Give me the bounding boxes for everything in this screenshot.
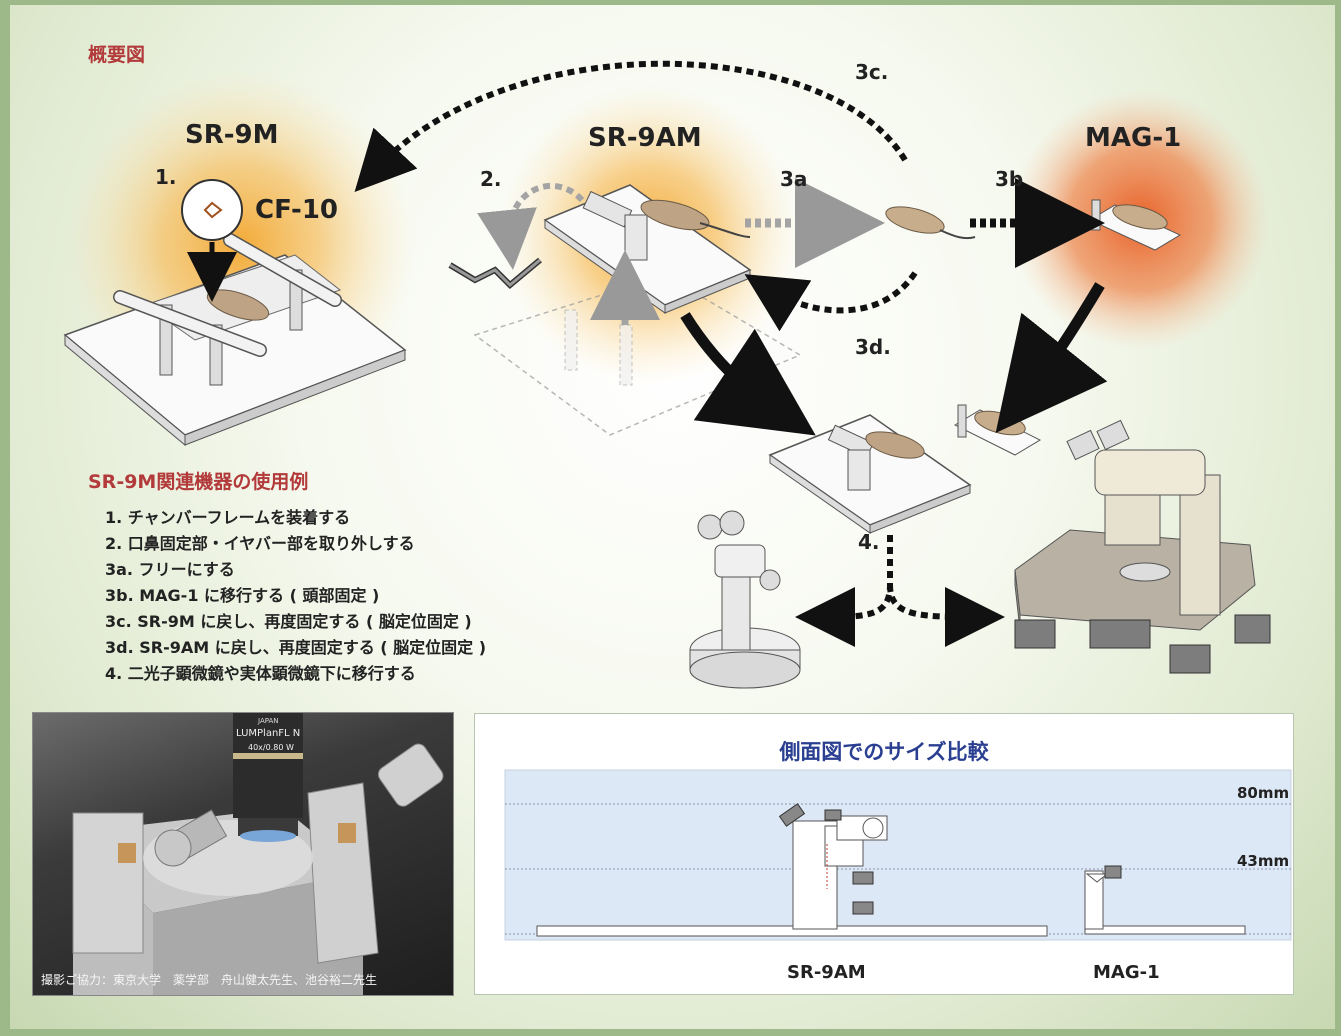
- label-mag1: MAG-1: [1085, 123, 1182, 153]
- usage-heading: SR-9M関連機器の使用例: [88, 471, 309, 493]
- mag1-lower-drawing: [953, 404, 1042, 456]
- usage-item: 2. 口鼻固定部・イヤバー部を取り外しする: [105, 534, 415, 553]
- label-sr9am-side: SR-9AM: [787, 962, 866, 983]
- size-comparison-panel: 側面図でのサイズ比較 80mm 43mm SR-9AM MAG-1: [474, 713, 1294, 995]
- arrow-mag1-down: [995, 282, 1108, 433]
- step-4-label: 4.: [858, 530, 880, 554]
- photo-objective-spec: 40x/0.80 W: [248, 743, 294, 752]
- earbar-part: [448, 257, 542, 290]
- step-1-label: 1.: [155, 165, 177, 189]
- overview-diagram: 概要図 SR-9M SR-9AM MAG-1 CF-10 1. 2. 3a 3b…: [10, 5, 1335, 1029]
- diagram-graphics: [63, 60, 1271, 689]
- usage-list: 1. チャンバーフレームを装着する 2. 口鼻固定部・イヤバー部を取り外しする …: [105, 505, 486, 687]
- mag1-base-side: [1084, 925, 1246, 935]
- step-3a-label: 3a: [780, 167, 808, 191]
- height-80mm-label: 80mm: [1237, 784, 1290, 802]
- comparison-title: 側面図でのサイズ比較: [779, 740, 989, 764]
- comparison-drawing: [504, 769, 1292, 941]
- photo-objective-brand: JAPAN: [258, 717, 279, 725]
- two-photon-microscope-drawing: [1014, 419, 1271, 674]
- product-photo: JAPAN LUMPlanFL N 40x/0.80 W 撮影ご協力：東京大学 …: [32, 712, 454, 996]
- mag1-post-side: [1084, 870, 1104, 930]
- sr9am-lower-drawing: [768, 414, 972, 534]
- label-mag1-side: MAG-1: [1093, 962, 1160, 983]
- arrow-4-right: [887, 584, 1005, 647]
- cf10-badge: [181, 179, 243, 241]
- photo-credit: 撮影ご協力：東京大学 薬学部 舟山健太先生、池谷裕二先生: [41, 973, 378, 987]
- arrow-2: [477, 182, 585, 270]
- label-sr9m: SR-9M: [185, 120, 279, 150]
- usage-item: 3b. MAG-1 に移行する ( 頭部固定 ): [105, 586, 380, 605]
- arrow-to-lower: [680, 312, 816, 436]
- height-43mm-label: 43mm: [1237, 852, 1290, 870]
- usage-item: 3d. SR-9AM に戻し、再度固定する ( 脳定位固定 ): [105, 638, 487, 657]
- stereo-microscope-drawing: [689, 510, 801, 689]
- usage-item: 3c. SR-9M に戻し、再度固定する ( 脳定位固定 ): [105, 612, 472, 631]
- usage-item: 1. チャンバーフレームを装着する: [105, 508, 351, 527]
- sr9am-stage-ghost: [473, 274, 802, 436]
- page-title: 概要図: [88, 44, 146, 66]
- label-sr9am: SR-9AM: [588, 123, 702, 153]
- arrow-3c: [354, 60, 908, 192]
- usage-item: 3a. フリーにする: [105, 560, 235, 579]
- step-3c-label: 3c.: [855, 60, 889, 84]
- free-mouse-drawing: [885, 206, 976, 240]
- sr9m-stage-drawing: [63, 233, 407, 447]
- step-2-label: 2.: [480, 167, 502, 191]
- photo-illustration: [72, 713, 444, 995]
- step-3d-label: 3d.: [855, 335, 891, 359]
- step-3b-label: 3b: [995, 167, 1024, 191]
- label-cf10: CF-10: [255, 195, 339, 225]
- photo-objective-model: LUMPlanFL N: [236, 728, 301, 739]
- usage-item: 4. 二光子顕微鏡や実体顕微鏡下に移行する: [105, 664, 416, 683]
- sr9am-base-side: [536, 925, 1048, 937]
